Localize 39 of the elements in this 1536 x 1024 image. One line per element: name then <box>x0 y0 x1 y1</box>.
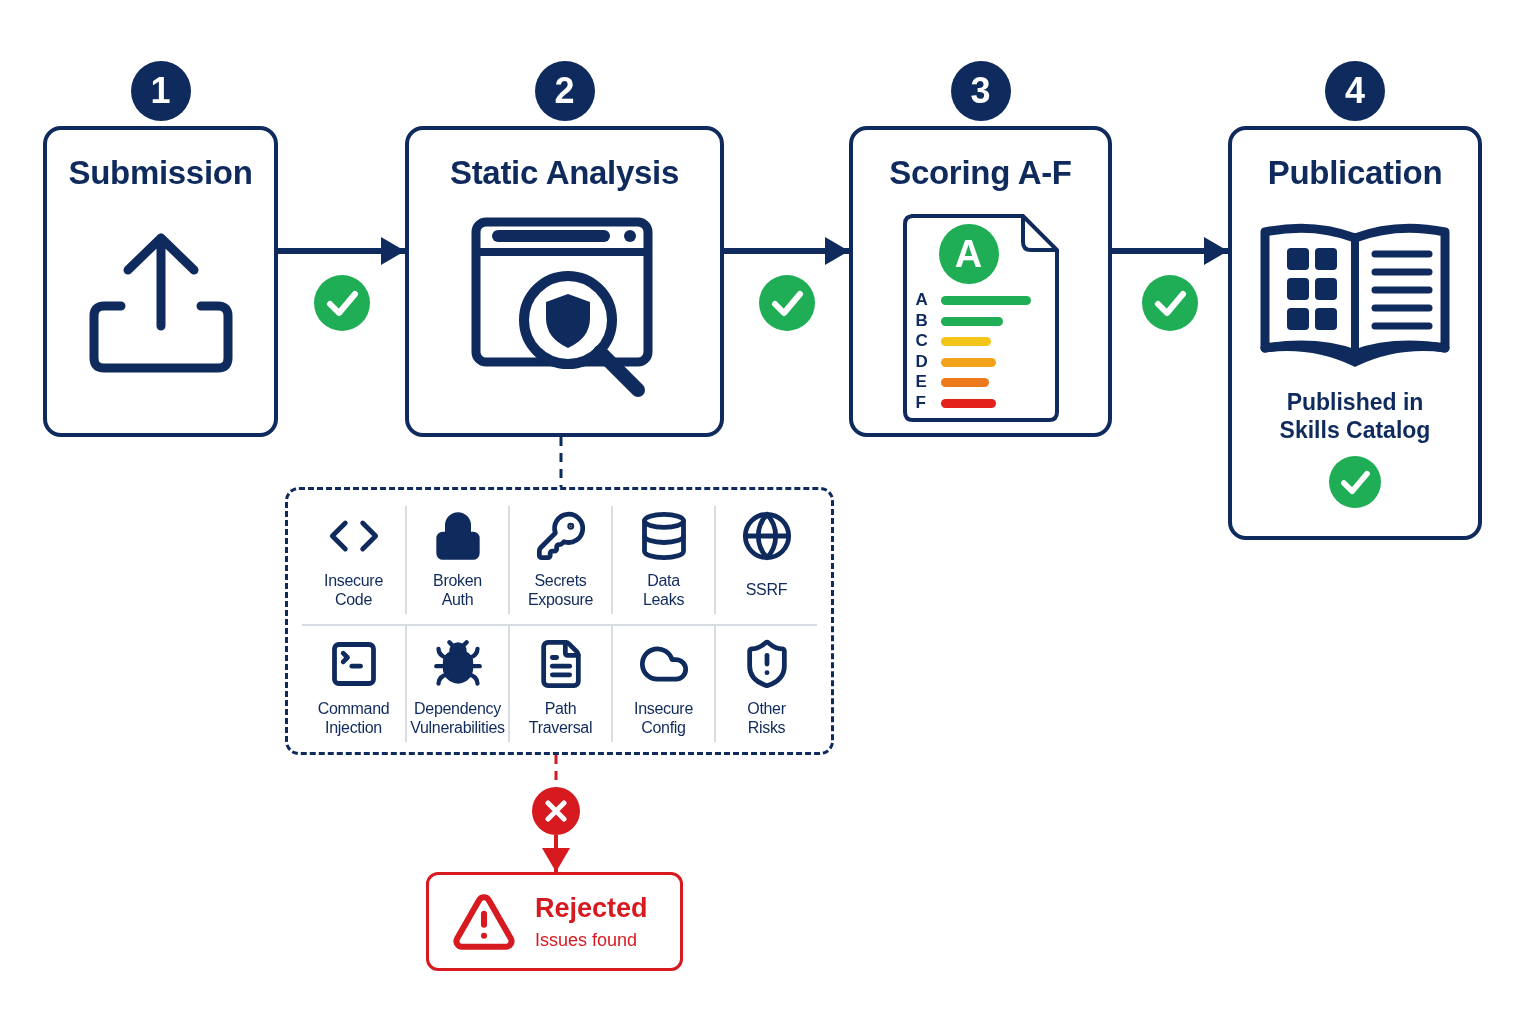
risk-label: Data Leaks <box>642 570 685 610</box>
risk-label: Command Injection <box>317 698 390 738</box>
arrow <box>278 237 405 265</box>
step-number: 1 <box>130 61 191 121</box>
step-card <box>849 126 1112 437</box>
risk-label: Insecure Config <box>634 698 693 738</box>
step-title: Static Analysis <box>449 154 679 192</box>
risk-label: SSRF <box>745 580 788 601</box>
risk-label: Insecure Code <box>324 570 383 610</box>
reject-x-circle <box>532 787 580 835</box>
rejected-box <box>426 872 683 971</box>
arrow <box>724 237 849 265</box>
risk-label: Other Risks <box>747 698 786 738</box>
step-number: 3 <box>950 61 1011 121</box>
rejected-note: Issues found <box>535 929 639 951</box>
step-card <box>405 126 724 437</box>
step-number: 2 <box>534 61 595 121</box>
dashed-connector <box>559 437 563 487</box>
step-card <box>43 126 278 437</box>
grade-letter: D <box>915 351 928 372</box>
grade-letter: C <box>915 331 928 351</box>
risk-label: Secrets Exposure <box>527 570 594 610</box>
risk-label: Broken Auth <box>433 570 482 610</box>
step-title: Submission <box>68 154 253 192</box>
step-card <box>1228 126 1482 540</box>
dashed-group-box <box>285 487 834 755</box>
grade-letter: F <box>915 392 926 413</box>
grade-letter: E <box>915 372 927 392</box>
step-number: 4 <box>1325 61 1385 121</box>
rejected-title: Rejected <box>535 892 648 924</box>
arrow <box>1112 237 1228 265</box>
arrow <box>542 835 570 872</box>
grade-letter: A <box>915 290 928 310</box>
step-description: Published in Skills Catalog <box>1278 388 1432 445</box>
step-title: Publication <box>1267 154 1443 192</box>
step-title: Scoring A-F <box>889 154 1072 192</box>
grade-letter: B <box>915 310 928 331</box>
risk-label: Dependency Vulnerabilities <box>410 698 505 738</box>
risk-label: Path Traversal <box>528 698 593 738</box>
